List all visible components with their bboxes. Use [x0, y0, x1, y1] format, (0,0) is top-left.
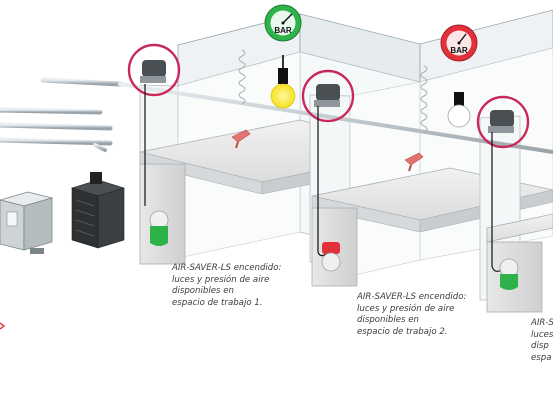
highlight-circle-3: [476, 95, 530, 149]
gauge-red-label: BAR: [450, 46, 468, 55]
caption-workstation-2: AIR-SAVER-LS encendido: luces y presión …: [357, 292, 467, 337]
valve-2: [301, 69, 355, 123]
highlight-circle-2: [301, 69, 355, 123]
lamp-icon: [447, 92, 471, 128]
highlight-circle-1: [127, 43, 181, 97]
gauge-green: BAR: [264, 4, 302, 42]
dryer-icon: [0, 191, 54, 254]
air-pipe-network: [0, 36, 553, 232]
status-light-icon: [499, 258, 519, 290]
air-gun-icon: [404, 152, 424, 172]
gauge-green-label: BAR: [274, 26, 292, 35]
coiled-hose-1: [238, 49, 246, 105]
gauge-red: BAR: [440, 24, 478, 62]
air-gun-icon: [231, 129, 251, 149]
workstation-3: [479, 115, 553, 313]
valve-1: [127, 43, 181, 97]
compressor-icon: [70, 172, 126, 249]
lamp-icon: [270, 55, 296, 109]
status-light-icon: [149, 210, 169, 246]
caption-workstation-3: AIR-S luces disp espa: [531, 318, 553, 363]
status-light-icon: [321, 242, 341, 272]
coiled-hose-2: [420, 65, 428, 133]
caption-workstation-1: AIR-SAVER-LS encendido: luces y presión …: [172, 263, 282, 308]
valve-3: [476, 95, 530, 149]
arrow-icon: [0, 322, 6, 330]
